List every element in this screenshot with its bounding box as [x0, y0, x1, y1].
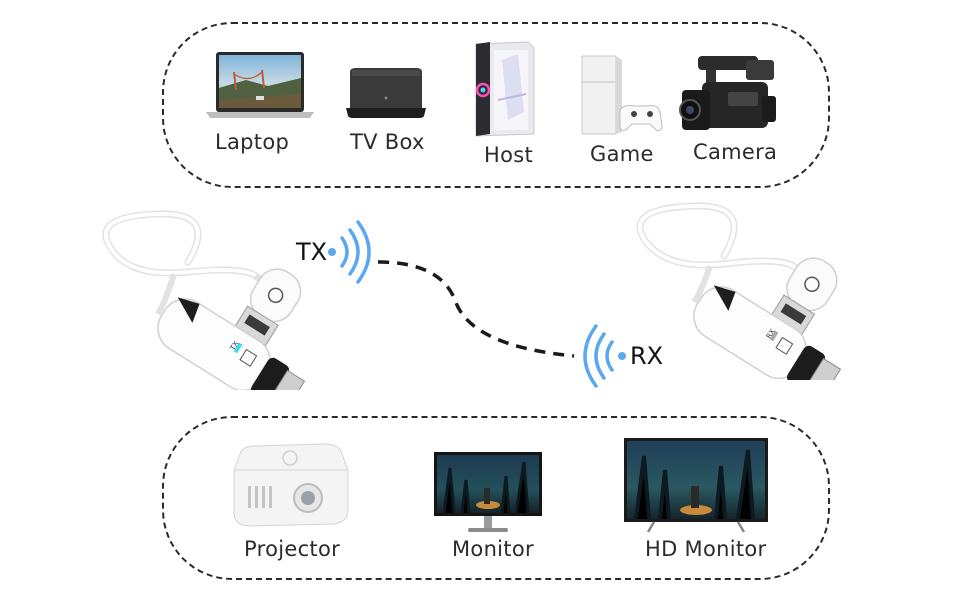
monitor-icon	[432, 450, 544, 536]
host-label: Host	[484, 143, 534, 167]
display-devices-group	[162, 416, 830, 580]
signal-path	[377, 260, 575, 358]
laptop-icon	[206, 50, 314, 120]
laptop-label: Laptop	[215, 130, 290, 154]
game-console-icon	[576, 52, 666, 138]
camcorder-icon	[676, 52, 780, 140]
monitor-label: Monitor	[452, 537, 534, 561]
pc-tower-icon	[468, 40, 540, 138]
hdmi-receiver-icon: RX	[628, 194, 864, 380]
tx-signal-icon	[328, 220, 371, 284]
projector-icon	[226, 440, 354, 532]
hdmi-transmitter-icon: TX	[98, 204, 328, 390]
projector-label: Projector	[244, 537, 341, 561]
camera-label: Camera	[693, 140, 778, 164]
rx-label: RX	[630, 342, 664, 370]
tx-label: TX	[296, 238, 328, 266]
game-label: Game	[590, 142, 654, 166]
tv-icon	[620, 436, 772, 536]
hd-monitor-label: HD Monitor	[645, 537, 767, 561]
source-devices-group	[162, 22, 830, 188]
rx-signal-icon	[583, 324, 626, 388]
tv-box-icon	[344, 66, 428, 120]
tv-box-label: TV Box	[350, 130, 425, 154]
